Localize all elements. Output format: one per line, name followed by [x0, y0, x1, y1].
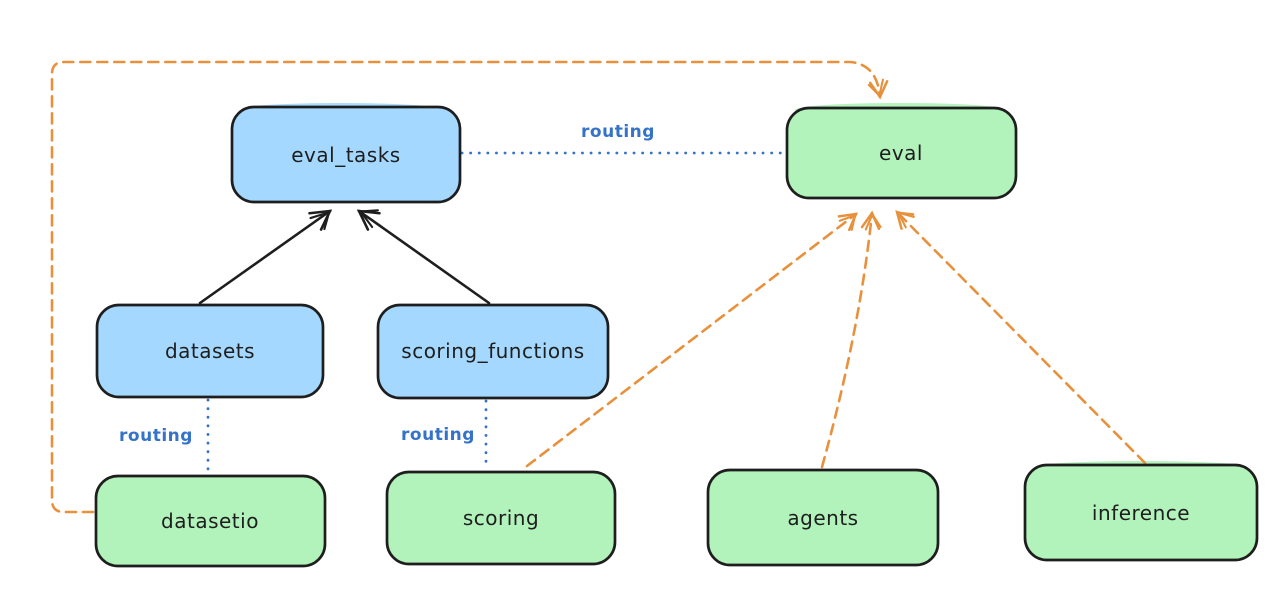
- edge-datasetio-to-eval: [50, 60, 889, 514]
- node-inference: [1023, 463, 1259, 562]
- node-agents: [706, 468, 940, 567]
- node-label-eval-tasks: eval_tasks: [291, 143, 400, 167]
- node-datasetio: [94, 474, 327, 568]
- node-datasets: [95, 303, 325, 399]
- edge-label-routing-top: routing: [581, 122, 655, 142]
- node-scoring-functions: [376, 303, 610, 400]
- edge-scoring-functions-to-eval-tasks: [356, 209, 491, 305]
- node-label-scoring-functions: scoring_functions: [401, 339, 584, 363]
- edge-agents-to-eval: [820, 210, 882, 469]
- node-label-datasets: datasets: [165, 339, 255, 363]
- node-label-inference: inference: [1092, 501, 1190, 525]
- node-scoring: [385, 470, 617, 566]
- edge-label-routing-datasets: routing: [119, 426, 193, 446]
- node-label-agents: agents: [787, 506, 858, 530]
- node-label-eval: eval: [879, 141, 923, 165]
- node-eval-tasks: [230, 105, 462, 204]
- node-label-scoring: scoring: [463, 506, 539, 530]
- edge-scoring-to-eval: [525, 212, 859, 468]
- edge-inference-to-eval: [895, 210, 1147, 465]
- node-label-datasetio: datasetio: [161, 509, 259, 533]
- edge-datasets-to-eval-tasks: [198, 209, 333, 305]
- node-eval: [785, 106, 1018, 200]
- edge-label-routing-scoring: routing: [401, 425, 475, 445]
